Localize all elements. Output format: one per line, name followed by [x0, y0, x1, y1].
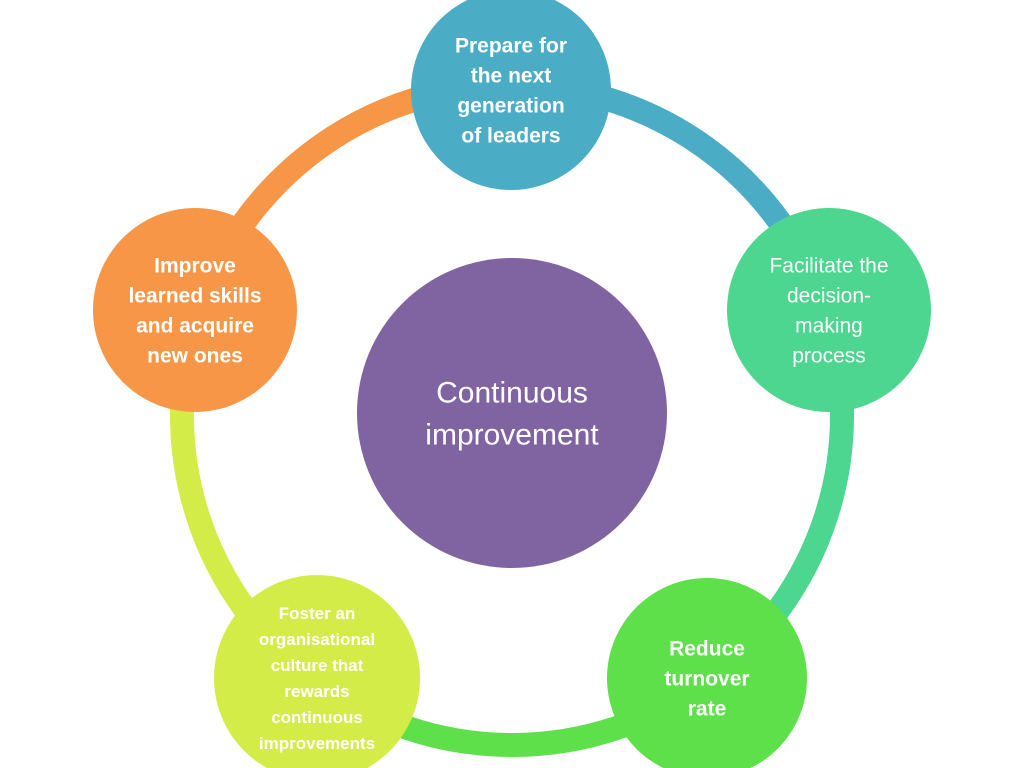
node-decision-circle: [727, 208, 931, 412]
node-turnover-line: Reduce: [669, 637, 745, 660]
node-skills-line: and acquire: [136, 314, 254, 337]
node-turnover-line: rate: [688, 697, 727, 720]
node-leaders-line: Prepare for: [455, 34, 567, 57]
node-leaders-line: generation: [457, 94, 564, 117]
node-culture-line: Foster an: [279, 604, 356, 623]
node-culture-line: continuous: [271, 708, 363, 727]
node-decision-line: making: [795, 314, 863, 337]
node-culture-line: improvements: [259, 734, 375, 753]
node-skills-line: Improve: [154, 254, 236, 277]
node-decision-line: process: [792, 344, 866, 367]
node-skills-line: new ones: [147, 344, 243, 367]
cycle-nodes: Prepare for the next generation of leadersF…: [93, 0, 931, 768]
node-leaders: Prepare for the next generation of leaders: [411, 0, 611, 190]
node-culture-circle: [214, 575, 420, 768]
node-decision-line: decision-: [787, 284, 871, 307]
node-turnover: Reduce turnover rate: [607, 578, 807, 768]
node-culture-line: culture that: [271, 656, 364, 675]
center-node-line: Continuous: [436, 377, 588, 410]
node-culture: Foster an organisational culture that rewar…: [214, 575, 420, 768]
node-leaders-line: of leaders: [461, 124, 560, 147]
node-skills-circle: [93, 208, 297, 412]
node-turnover-line: turnover: [664, 667, 749, 690]
node-decision: Facilitate the decision-making process: [727, 208, 931, 412]
node-leaders-circle: [411, 0, 611, 190]
node-skills: Improve learned skills and acquire new ones: [93, 208, 297, 412]
node-culture-line: organisational: [259, 630, 375, 649]
node-leaders-line: the next: [471, 64, 552, 87]
center-node-circle: [357, 258, 667, 568]
center-node: Continuous improvement: [357, 258, 667, 568]
node-culture-line: rewards: [284, 682, 349, 701]
node-turnover-circle: [607, 578, 807, 768]
node-decision-line: Facilitate the: [769, 254, 888, 277]
node-skills-line: learned skills: [128, 284, 261, 307]
center-node-line: improvement: [425, 419, 599, 452]
